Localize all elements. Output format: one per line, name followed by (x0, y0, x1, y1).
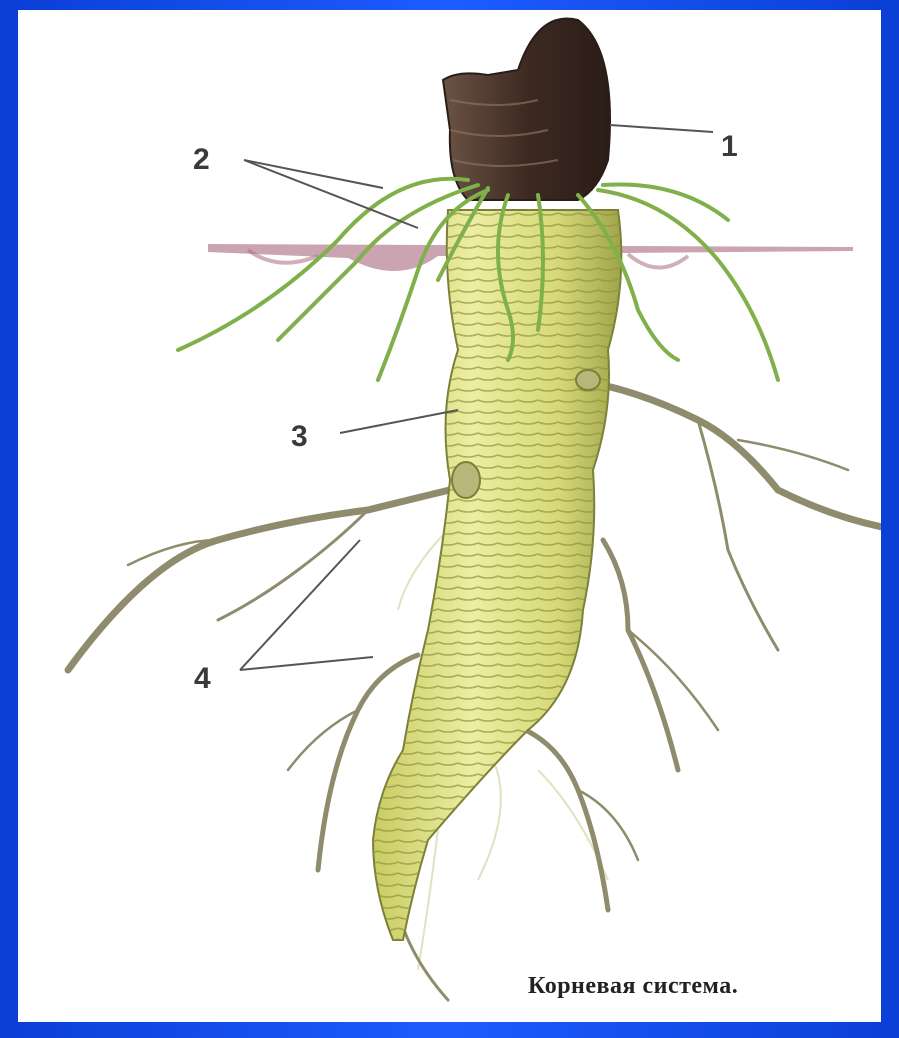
root-system-illustration (18, 10, 881, 1022)
label-2: 2 (193, 143, 210, 177)
root-crown (443, 19, 610, 200)
label-3: 3 (291, 420, 308, 454)
diagram-panel: 1 2 3 4 Корневая система. (18, 10, 881, 1022)
label-4: 4 (194, 662, 211, 696)
pointer-line-4b (240, 657, 373, 670)
pointer-line-1 (610, 125, 713, 132)
label-1: 1 (721, 130, 738, 164)
pointer-line-2a (244, 160, 383, 188)
pointer-line-4a (240, 540, 360, 670)
diagram-caption: Корневая система. (528, 973, 738, 1000)
pointer-line-3 (340, 410, 458, 433)
